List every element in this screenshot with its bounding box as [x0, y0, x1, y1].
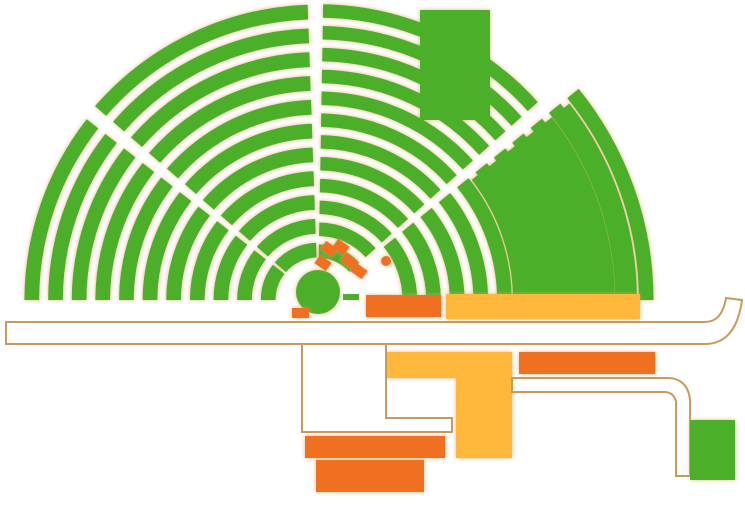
upper-left-sector-row — [113, 28, 310, 132]
orange-block-9 — [305, 436, 445, 458]
yellow-block-1 — [446, 294, 640, 319]
left-sector-row — [166, 206, 211, 301]
orange-block-1 — [320, 240, 338, 258]
upper-right-sector-row — [319, 178, 409, 229]
right-sector-row — [401, 222, 441, 301]
far-right-sector-row — [540, 117, 615, 301]
left-sector-row — [48, 133, 117, 301]
upper-right-sector-row — [320, 135, 441, 199]
upper-right-block — [420, 10, 490, 120]
left-sector-row — [213, 235, 248, 301]
upper-left-sector-row — [202, 147, 314, 210]
left-sector-row — [24, 119, 99, 301]
upper-right-sector-row — [320, 157, 425, 214]
right-sector-row — [530, 118, 607, 301]
upper-left-sector-row — [256, 218, 316, 257]
left-sector-row — [119, 177, 173, 301]
main-walkway — [5, 296, 744, 345]
left-sector-row — [260, 264, 285, 301]
stage-connector — [343, 294, 359, 300]
right-sector-row — [438, 192, 489, 301]
left-sector-row — [71, 148, 136, 301]
orange-block-8 — [519, 352, 655, 374]
right-corridor — [511, 377, 691, 477]
far-right-sector-row — [523, 130, 593, 301]
far-right-sector-row — [506, 144, 572, 301]
upper-right-sector-row — [319, 200, 392, 243]
orange-block-7 — [366, 295, 441, 317]
right-sector-row — [383, 237, 418, 301]
right-sector-row — [420, 207, 465, 301]
upper-left-sector-row — [274, 242, 317, 273]
upper-left-sector-row — [238, 195, 316, 242]
yellow-block-2 — [386, 352, 512, 458]
orange-block-4 — [340, 252, 358, 270]
far-right-sector-row — [558, 103, 637, 301]
far-right-sector-row — [488, 157, 549, 301]
upper-left-sector-row — [166, 99, 312, 179]
orange-dot-1 — [381, 256, 391, 266]
upper-right-sector-row — [321, 69, 490, 155]
left-sector-row — [95, 162, 155, 301]
right-sector-row — [548, 103, 630, 301]
seating-area — [24, 4, 654, 301]
orange-block-6 — [292, 308, 309, 318]
yellow-blocks — [386, 294, 640, 458]
left-sector-row — [142, 192, 192, 301]
right-sector-row — [512, 133, 583, 301]
orange-block-10 — [316, 460, 424, 492]
right-sector-row — [567, 88, 654, 301]
upper-left-sector-row — [184, 123, 313, 195]
walkways — [5, 296, 744, 477]
left-sector-row — [237, 250, 267, 301]
orange-block-3 — [314, 254, 332, 272]
left-sector-row — [189, 221, 229, 301]
upper-left-sector-row — [95, 4, 309, 116]
upper-left-sector-row — [130, 52, 310, 148]
upper-right-sector-row — [318, 222, 376, 258]
orange-block-5 — [350, 262, 368, 280]
upper-right-sector-row — [321, 91, 473, 170]
right-sector-row — [475, 163, 536, 301]
upper-right-sector-row — [320, 113, 457, 185]
upper-left-sector-row — [220, 171, 315, 226]
right-sector-row — [493, 148, 559, 301]
far-right-sector-row — [471, 171, 527, 301]
orange-blocks — [292, 238, 655, 492]
center-stage — [296, 270, 340, 314]
green-square — [690, 420, 735, 480]
orange-block-2 — [332, 238, 350, 256]
central-corridor — [301, 343, 453, 433]
right-sector-row — [457, 178, 512, 301]
upper-left-sector-row — [148, 76, 311, 163]
